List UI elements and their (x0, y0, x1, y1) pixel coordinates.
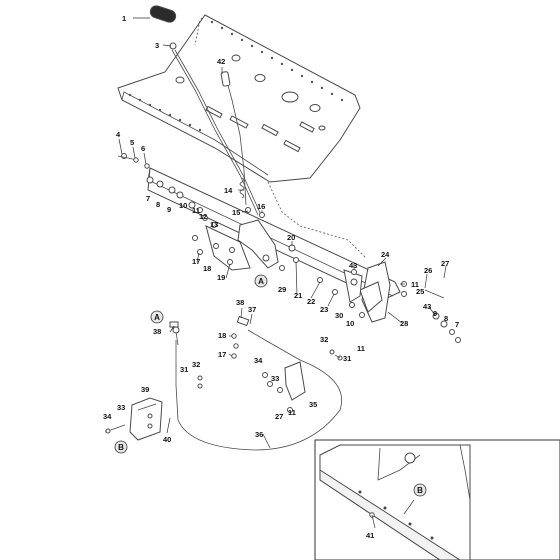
center-bracket (262, 349, 343, 413)
label-11-lower: 11 (357, 344, 365, 353)
label-24: 24 (381, 250, 390, 259)
label-23: 23 (320, 305, 328, 314)
label-6: 6 (141, 144, 145, 153)
label-32-left: 32 (192, 360, 200, 369)
label-40: 40 (163, 435, 171, 444)
label-42: 42 (217, 57, 225, 66)
label-43-right: 43 (423, 302, 431, 311)
label-43-top: 43 (349, 261, 357, 270)
callout-a-mid: A (254, 274, 268, 288)
callout-a-left: A (150, 310, 164, 324)
callout-b-left: B (114, 440, 128, 454)
label-10: 10 (179, 201, 187, 210)
callouts: A A B B (114, 274, 427, 497)
label-28: 28 (400, 319, 408, 328)
label-18-mid: 18 (218, 331, 226, 340)
fasteners-left (117, 153, 365, 318)
label-15: 15 (232, 208, 240, 217)
label-12: 12 (199, 212, 207, 221)
label-13: 13 (210, 220, 218, 229)
part-labels: 1 3 42 4 5 6 7 8 9 10 11 12 13 14 15 16 … (103, 14, 459, 540)
label-14: 14 (224, 186, 233, 195)
label-17: 17 (192, 257, 200, 266)
label-30: 30 (335, 311, 343, 320)
label-11-right: 11 (411, 280, 419, 289)
label-11: 11 (192, 206, 200, 215)
cable-assembly-upper (220, 71, 247, 206)
label-10-right: 10 (346, 319, 354, 328)
label-8: 8 (156, 200, 160, 209)
label-29: 29 (278, 285, 286, 294)
svg-text:A: A (258, 277, 264, 286)
label-9-right: 9 (433, 309, 437, 318)
label-7: 7 (146, 194, 150, 203)
label-27-mid: 27 (275, 412, 283, 421)
svg-text:B: B (118, 443, 124, 452)
label-38-mid: 38 (236, 298, 244, 307)
shift-lever (149, 5, 262, 216)
label-21: 21 (294, 291, 302, 300)
label-37: 37 (248, 305, 256, 314)
lower-cable (172, 324, 342, 451)
label-1: 1 (122, 14, 126, 23)
label-36: 36 (255, 430, 263, 439)
label-31-left: 31 (180, 365, 188, 374)
label-26: 26 (424, 266, 432, 275)
label-20: 20 (287, 233, 295, 242)
label-31-right: 31 (343, 354, 351, 363)
label-5: 5 (130, 138, 134, 147)
svg-text:A: A (154, 313, 160, 322)
label-32-right: 32 (320, 335, 328, 344)
label-27: 27 (441, 259, 449, 268)
label-7-right: 7 (455, 320, 459, 329)
label-3: 3 (155, 41, 159, 50)
label-4: 4 (116, 130, 121, 139)
label-9: 9 (167, 205, 171, 214)
leader-lines (118, 17, 447, 449)
label-18: 18 (203, 264, 211, 273)
label-34-mid: 34 (254, 356, 263, 365)
label-39: 39 (141, 385, 149, 394)
lever-bracket (205, 219, 279, 271)
label-22: 22 (307, 297, 315, 306)
label-8-right: 8 (444, 314, 448, 323)
label-33-mid: 33 (271, 374, 279, 383)
label-33: 33 (117, 403, 125, 412)
svg-text:B: B (417, 486, 423, 495)
lower-left-bracket (104, 397, 163, 441)
right-bracket (343, 261, 461, 343)
label-25: 25 (416, 287, 424, 296)
label-38-left: 38 (153, 327, 161, 336)
label-41: 41 (366, 531, 374, 540)
label-17-mid: 17 (218, 350, 226, 359)
label-35: 35 (309, 400, 317, 409)
label-34: 34 (103, 412, 112, 421)
label-19: 19 (217, 273, 225, 282)
fasteners-mid (169, 315, 250, 389)
detail-inset (314, 439, 560, 560)
label-16: 16 (257, 202, 265, 211)
callout-b-inset: B (413, 483, 427, 497)
frame-channel (147, 167, 401, 301)
label-11-mid: 11 (288, 408, 296, 417)
